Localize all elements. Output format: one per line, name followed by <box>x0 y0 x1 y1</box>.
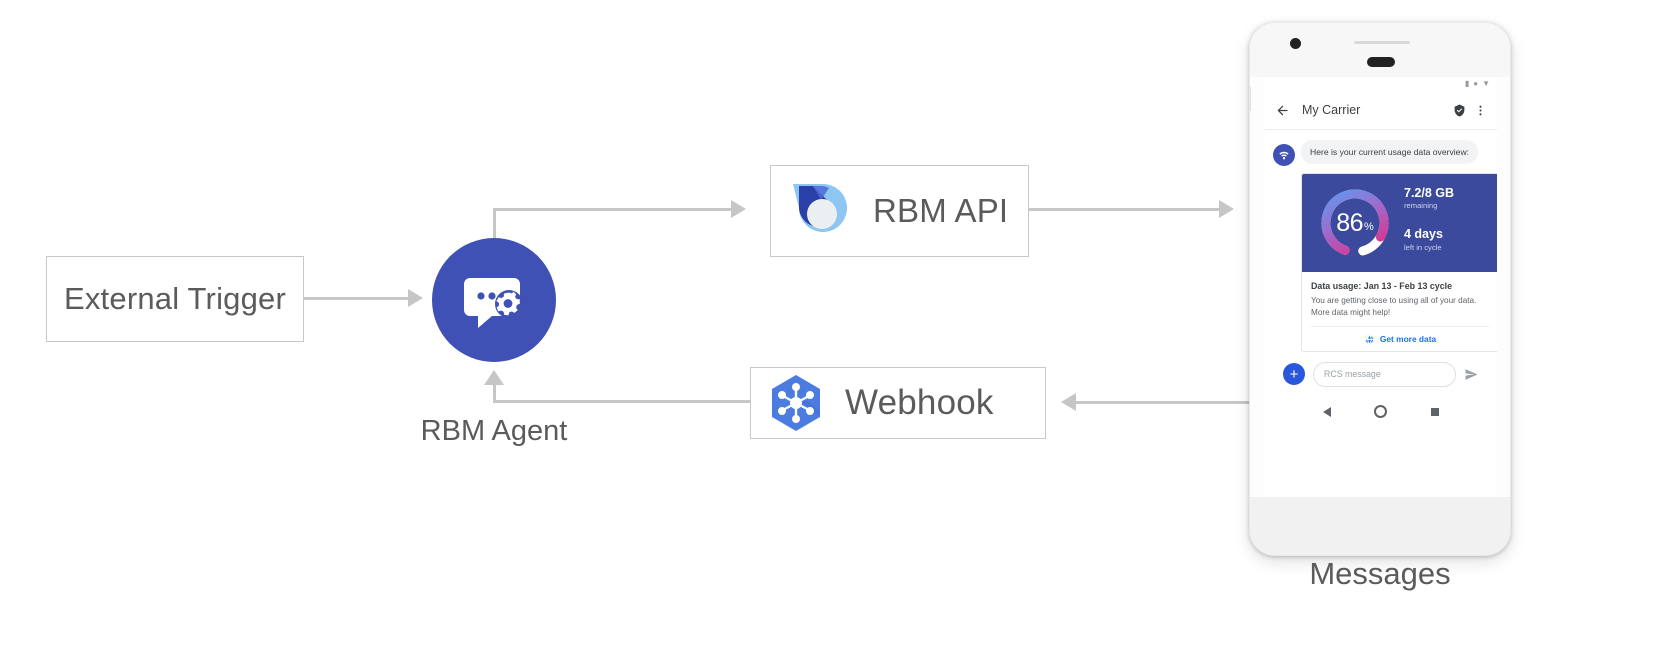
send-icon[interactable] <box>1464 367 1479 382</box>
phone-top-bezel <box>1250 23 1510 77</box>
phone-screen: ▮ ● ▼ My Carrier <box>1265 77 1497 497</box>
usage-panel: 86 % 7.2/8 GB remaining 4 days lef <box>1302 174 1497 272</box>
stat-days-value: 4 days <box>1404 227 1443 242</box>
node-external-trigger[interactable]: External Trigger <box>46 256 304 342</box>
phone-side-button[interactable] <box>1250 87 1251 111</box>
connector-phone-to-webhook <box>1076 401 1256 404</box>
suggestion-label: Get more data <box>1379 334 1437 345</box>
stat-data-sub: remaining <box>1404 201 1438 211</box>
external-trigger-label: External Trigger <box>63 281 287 316</box>
rbm-agent-label: RBM Agent <box>420 415 568 447</box>
rcs-message-input[interactable]: RCS message <box>1313 361 1456 387</box>
arrowhead-agent-to-api <box>731 200 746 218</box>
rich-card-description: You are getting close to using all of yo… <box>1311 296 1477 317</box>
webhook-label: Webhook <box>845 383 994 422</box>
globe-icon <box>1364 334 1374 345</box>
speaker-grille <box>1354 41 1410 44</box>
gauge-percent-number: 86 <box>1336 208 1364 237</box>
connector-agent-in-up <box>493 385 496 401</box>
node-webhook[interactable]: Webhook <box>750 367 1046 439</box>
more-vert-icon[interactable] <box>1474 104 1487 117</box>
gauge-value: 86 % <box>1316 184 1394 262</box>
connector-agent-up <box>493 208 496 242</box>
rbm-droplet-icon <box>793 184 847 232</box>
signal-icon: ▮ <box>1464 79 1470 88</box>
app-bar: My Carrier <box>1265 91 1497 130</box>
message-composer: + RCS message <box>1273 352 1489 387</box>
gauge-arc-icon <box>1321 189 1389 257</box>
stat-data-value: 7.2/8 GB <box>1404 186 1455 200</box>
arrowhead-trigger-to-agent <box>408 289 423 307</box>
connector-webhook-to-agent <box>493 400 750 403</box>
rbm-api-label: RBM API <box>873 192 1009 229</box>
nav-back-icon[interactable] <box>1322 406 1331 417</box>
arrow-back-icon[interactable] <box>1275 103 1290 118</box>
rcs-wifi-glyph <box>1279 151 1289 160</box>
usage-stats: 7.2/8 GB remaining 4 days left in cycle <box>1404 186 1488 252</box>
app-bar-title: My Carrier <box>1302 103 1361 117</box>
messages-label: Messages <box>1309 556 1451 591</box>
front-camera <box>1290 38 1301 49</box>
plus-icon[interactable]: + <box>1283 363 1305 386</box>
wifi-icon: ● <box>1473 79 1479 88</box>
connector-trigger-to-agent <box>304 297 408 300</box>
composer-placeholder: RCS message <box>1324 369 1381 380</box>
conversation-thread: Here is your current usage data overview… <box>1265 130 1497 427</box>
nav-recents-icon[interactable] <box>1431 407 1440 416</box>
webhook-hexagon-icon <box>772 375 820 431</box>
chat-bubble-gear-icon <box>464 278 523 328</box>
battery-icon: ▼ <box>1482 79 1490 88</box>
suggestion-get-more-data[interactable]: Get more data <box>1311 325 1489 345</box>
rich-card[interactable]: 86 % 7.2/8 GB remaining 4 days lef <box>1301 173 1497 352</box>
stat-days-sub: left in cycle <box>1404 242 1442 252</box>
stat-days: 4 days left in cycle <box>1404 227 1488 252</box>
usage-gauge: 86 % <box>1316 184 1394 262</box>
arrowhead-phone-to-webhook <box>1061 393 1076 411</box>
rich-card-title: Data usage: Jan 13 - Feb 13 cycle <box>1311 281 1453 291</box>
intro-message-bubble: Here is your current usage data overview… <box>1301 140 1479 165</box>
status-bar: ▮ ● ▼ <box>1265 77 1497 91</box>
earpiece <box>1367 57 1395 67</box>
rcs-wifi-icon <box>1273 144 1295 166</box>
phone-bottom-bezel <box>1250 497 1510 555</box>
nav-home-icon[interactable] <box>1374 405 1388 419</box>
arrowhead-api-to-phone <box>1219 200 1234 218</box>
connector-agent-to-api <box>493 208 731 211</box>
gauge-percent-sign: % <box>1364 220 1374 233</box>
arrowhead-webhook-to-agent <box>484 370 504 385</box>
phone-device: ▮ ● ▼ My Carrier <box>1249 22 1511 556</box>
node-rbm-agent[interactable] <box>432 238 556 362</box>
verified-shield-icon[interactable] <box>1453 104 1466 117</box>
android-nav-bar <box>1273 397 1489 427</box>
node-rbm-api[interactable]: RBM API <box>770 165 1029 257</box>
message-row-intro: Here is your current usage data overview… <box>1273 140 1489 166</box>
stat-data: 7.2/8 GB remaining <box>1404 186 1488 211</box>
connector-api-to-phone <box>1029 208 1219 211</box>
rich-card-body: Data usage: Jan 13 - Feb 13 cycle You ar… <box>1302 272 1497 351</box>
